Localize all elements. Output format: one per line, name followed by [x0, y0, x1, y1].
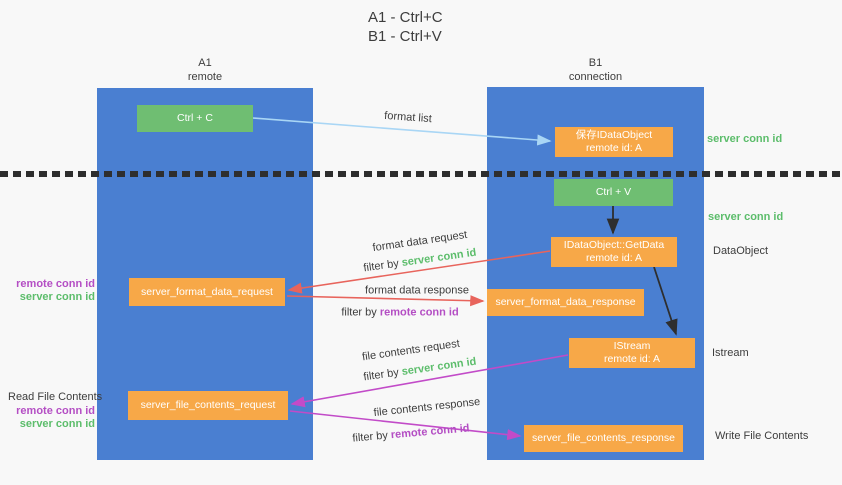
server-conn-id-side-label-1: server conn id: [19, 291, 95, 303]
server-file-contents-request-box: server_file_contents_request: [128, 391, 288, 420]
title-line-1: A1 - Ctrl+C: [368, 9, 443, 26]
istream-side-label: Istream: [712, 347, 749, 359]
ctrl-c-box: Ctrl + C: [137, 105, 253, 132]
filter-by-remote-conn-id-label-2: filter by remote conn id: [352, 422, 470, 445]
save-idataobject-box: 保存IDataObject remote id: A: [555, 127, 673, 157]
ctrl-v-label: Ctrl + V: [595, 186, 632, 198]
ctrl-v-box: Ctrl + V: [554, 179, 673, 206]
lane-header-b1: B1 connection: [487, 56, 704, 84]
server-conn-id-side-label-top: server conn id: [707, 133, 783, 145]
write-file-contents-label: Write File Contents: [715, 430, 809, 442]
server-conn-id-text: server conn id: [400, 246, 478, 269]
save-idataobject-line2: remote id: A: [585, 142, 643, 154]
remote-conn-id-text: remote conn id: [379, 306, 459, 319]
save-idataobject-line1: 保存IDataObject: [575, 129, 653, 141]
left-conn-id-block-2: remote conn id server conn id: [0, 405, 95, 431]
istream-line2: remote id: A: [603, 353, 661, 365]
server-format-data-response-box: server_format_data_response: [487, 289, 644, 316]
filter-by-text: filter by: [351, 429, 389, 445]
lane-a1-name: A1: [198, 57, 212, 69]
lane-b1-name: B1: [588, 57, 603, 69]
lane-header-a1: A1 remote: [97, 56, 313, 84]
server-format-data-request-box: server_format_data_request: [129, 278, 285, 306]
server-format-data-response-label: server_format_data_response: [495, 296, 636, 308]
remote-conn-id-side-label-2: remote conn id: [16, 405, 95, 417]
istream-line1: IStream: [613, 340, 651, 352]
diagram-title: A1 - Ctrl+C B1 - Ctrl+V: [368, 8, 443, 46]
remote-conn-id-text: remote conn id: [390, 422, 470, 442]
server-file-contents-response-box: server_file_contents_response: [524, 425, 683, 452]
istream-box: IStream remote id: A: [569, 338, 695, 368]
server-conn-id-side-label-2: server conn id: [19, 418, 95, 430]
format-list-label: format list: [383, 109, 433, 126]
filter-by-text: filter by: [362, 257, 400, 275]
server-format-data-request-label: server_format_data_request: [141, 285, 273, 298]
title-line-2: B1 - Ctrl+V: [368, 28, 442, 45]
ctrl-c-label: Ctrl + C: [177, 112, 213, 124]
lane-a1-subtitle: remote: [187, 71, 223, 83]
lane-b1-subtitle: connection: [568, 71, 623, 83]
getdata-line2: remote id: A: [585, 252, 643, 264]
filter-by-text: filter by: [362, 366, 400, 384]
file-contents-response-label: file contents response: [373, 395, 481, 420]
getdata-line1: IDataObject::GetData: [563, 239, 665, 251]
filter-by-remote-conn-id-label-1: filter by remote conn id: [341, 307, 458, 320]
idataobject-getdata-box: IDataObject::GetData remote id: A: [551, 237, 677, 267]
server-conn-id-side-label-mid: server conn id: [708, 211, 784, 223]
server-conn-id-text: server conn id: [400, 355, 478, 378]
left-conn-id-block-1: remote conn id server conn id: [0, 278, 95, 304]
read-file-contents-label: Read File Contents: [8, 391, 103, 403]
dashed-separator-line: [0, 171, 842, 177]
server-file-contents-request-label: server_file_contents_request: [140, 399, 276, 411]
server-file-contents-response-label: server_file_contents_response: [531, 432, 675, 444]
format-data-response-label: format data response: [365, 284, 469, 297]
dataobject-side-label: DataObject: [713, 245, 769, 257]
filter-by-text: filter by: [341, 306, 377, 319]
remote-conn-id-side-label-1: remote conn id: [16, 278, 95, 290]
